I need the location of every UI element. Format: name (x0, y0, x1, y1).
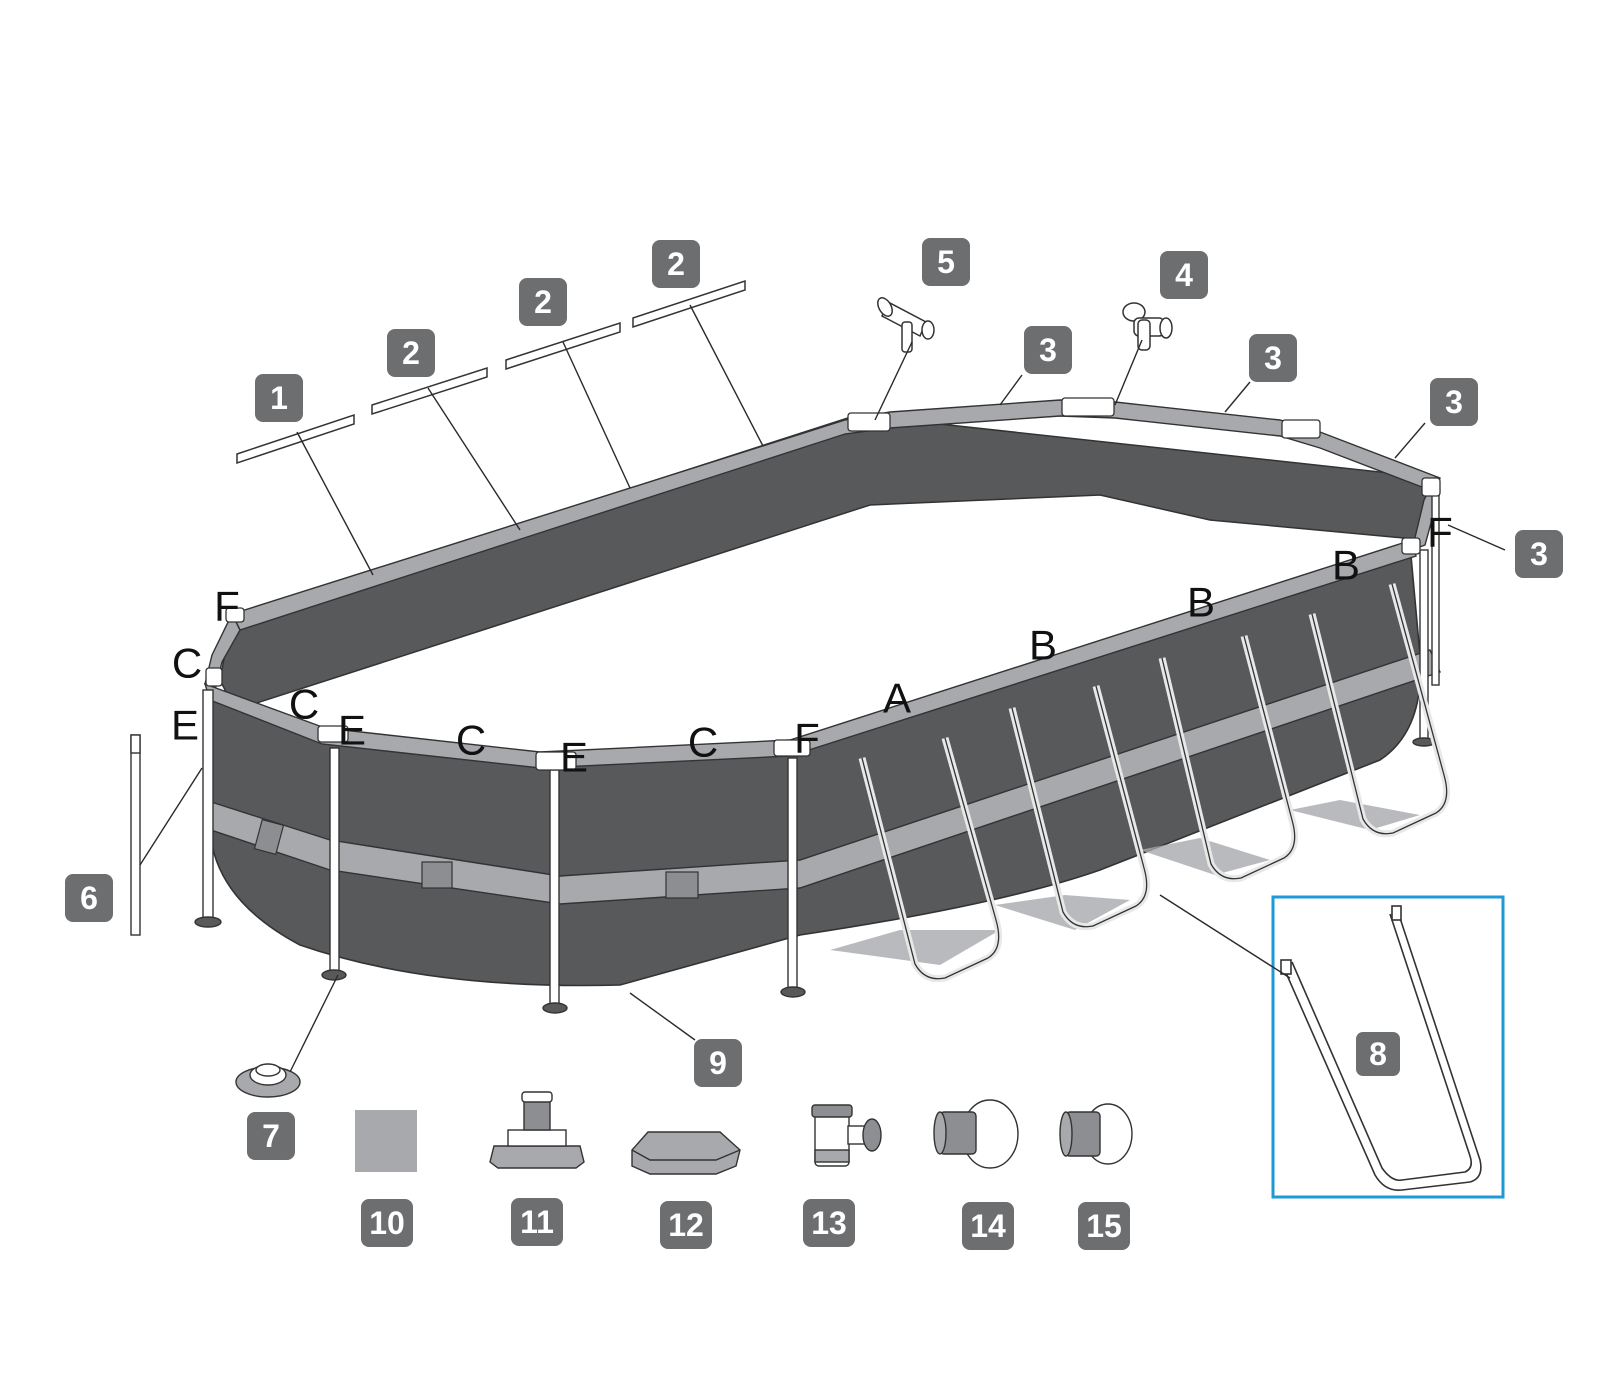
callout-badge-1: 1 (255, 374, 303, 422)
svg-text:11: 11 (520, 1204, 554, 1240)
svg-text:10: 10 (369, 1205, 405, 1241)
svg-text:3: 3 (1264, 340, 1282, 376)
svg-text:3: 3 (1445, 384, 1463, 420)
svg-text:3: 3 (1039, 332, 1057, 368)
inlet-strainer-icon (933, 1099, 1019, 1169)
drain-plug-icon (631, 1131, 741, 1175)
callout-badge-9: 9 (694, 1039, 742, 1087)
svg-text:2: 2 (667, 246, 685, 282)
foot-cap-icon (235, 1063, 301, 1098)
svg-text:14: 14 (970, 1208, 1006, 1244)
frame-label: B (1332, 542, 1360, 589)
svg-text:5: 5 (937, 244, 955, 280)
leader-lines (139, 304, 1506, 1073)
leg-icon (130, 734, 141, 936)
frame-label: C (456, 717, 486, 764)
frame-label: E (560, 734, 588, 781)
part-2-beam (632, 279, 746, 329)
strap-buckle (665, 871, 699, 899)
frame-label: F (794, 715, 820, 762)
connector-icon (1059, 1103, 1133, 1165)
frame-label: F (1427, 509, 1453, 556)
ground-cloth-icon (355, 1110, 417, 1172)
callout-badge-12: 12 (660, 1201, 712, 1249)
frame-label: F (214, 583, 240, 630)
frame-label: E (338, 707, 366, 754)
strap-buckle (253, 818, 285, 856)
frame-label: A (883, 675, 911, 722)
callout-badge-11: 11 (511, 1198, 563, 1246)
support-strap (204, 649, 1441, 905)
callout-badge-7: 7 (247, 1112, 295, 1160)
t-joint-icon (1122, 302, 1173, 351)
svg-text:9: 9 (709, 1045, 727, 1081)
callout-badge-2: 2 (387, 329, 435, 377)
callout-badge-3: 3 (1249, 334, 1297, 382)
t-connector-icon (877, 297, 935, 353)
svg-text:1: 1 (270, 380, 288, 416)
svg-text:7: 7 (262, 1118, 280, 1154)
frame-label: C (688, 719, 718, 766)
strap-buckle (421, 861, 453, 889)
svg-text:4: 4 (1175, 257, 1193, 293)
highlight-frame (1271, 895, 1505, 1199)
u-support-outline (1161, 635, 1296, 880)
top-rail-front (203, 539, 1417, 769)
drain-cap-icon (489, 1091, 585, 1169)
ground-shadow (830, 930, 1000, 965)
u-supports (858, 583, 1451, 983)
frame-label: C (172, 640, 202, 687)
svg-text:6: 6 (80, 880, 98, 916)
pool-illustration (194, 397, 1451, 1014)
u-support-outline (861, 737, 1000, 980)
callout-badge-3: 3 (1430, 378, 1478, 426)
callout-badge-14: 14 (962, 1202, 1014, 1250)
joint-connectors (205, 397, 1441, 771)
svg-text:15: 15 (1086, 1208, 1122, 1244)
svg-text:13: 13 (811, 1205, 847, 1241)
frame-label: C (289, 681, 319, 728)
ground-shadow (1140, 838, 1270, 875)
callout-badge-15: 15 (1078, 1202, 1130, 1250)
callout-badge-3: 3 (1024, 326, 1072, 374)
callout-badge-6: 6 (65, 874, 113, 922)
u-support-icon (1280, 905, 1482, 1192)
svg-text:12: 12 (668, 1207, 704, 1243)
callout-badge-2: 2 (519, 278, 567, 326)
callout-badge-5: 5 (922, 238, 970, 286)
callout-badge-10: 10 (361, 1199, 413, 1247)
ground-shadow (1290, 800, 1420, 830)
part-1-beam (236, 413, 355, 465)
legs (194, 494, 1440, 1014)
u-support-outline (1011, 685, 1148, 928)
svg-text:2: 2 (402, 335, 420, 371)
svg-text:3: 3 (1530, 536, 1548, 572)
svg-text:8: 8 (1369, 1036, 1387, 1072)
frame-labels: F C E C E C E C F A B B B F (171, 509, 1453, 781)
frame-label: E (171, 702, 199, 749)
frame-label: B (1187, 579, 1215, 626)
u-support-outline (1311, 583, 1448, 835)
frame-label: B (1029, 622, 1057, 669)
callout-badge-3: 3 (1515, 530, 1563, 578)
part-2-beam (505, 321, 621, 371)
callout-badge-2: 2 (652, 240, 700, 288)
skimmer-icon (811, 1104, 882, 1167)
u-support-highlight (1271, 895, 1505, 1199)
callout-badge-13: 13 (803, 1199, 855, 1247)
svg-text:2: 2 (534, 284, 552, 320)
callout-badge-4: 4 (1160, 251, 1208, 299)
callout-badge-8: 8 (1356, 1032, 1400, 1076)
